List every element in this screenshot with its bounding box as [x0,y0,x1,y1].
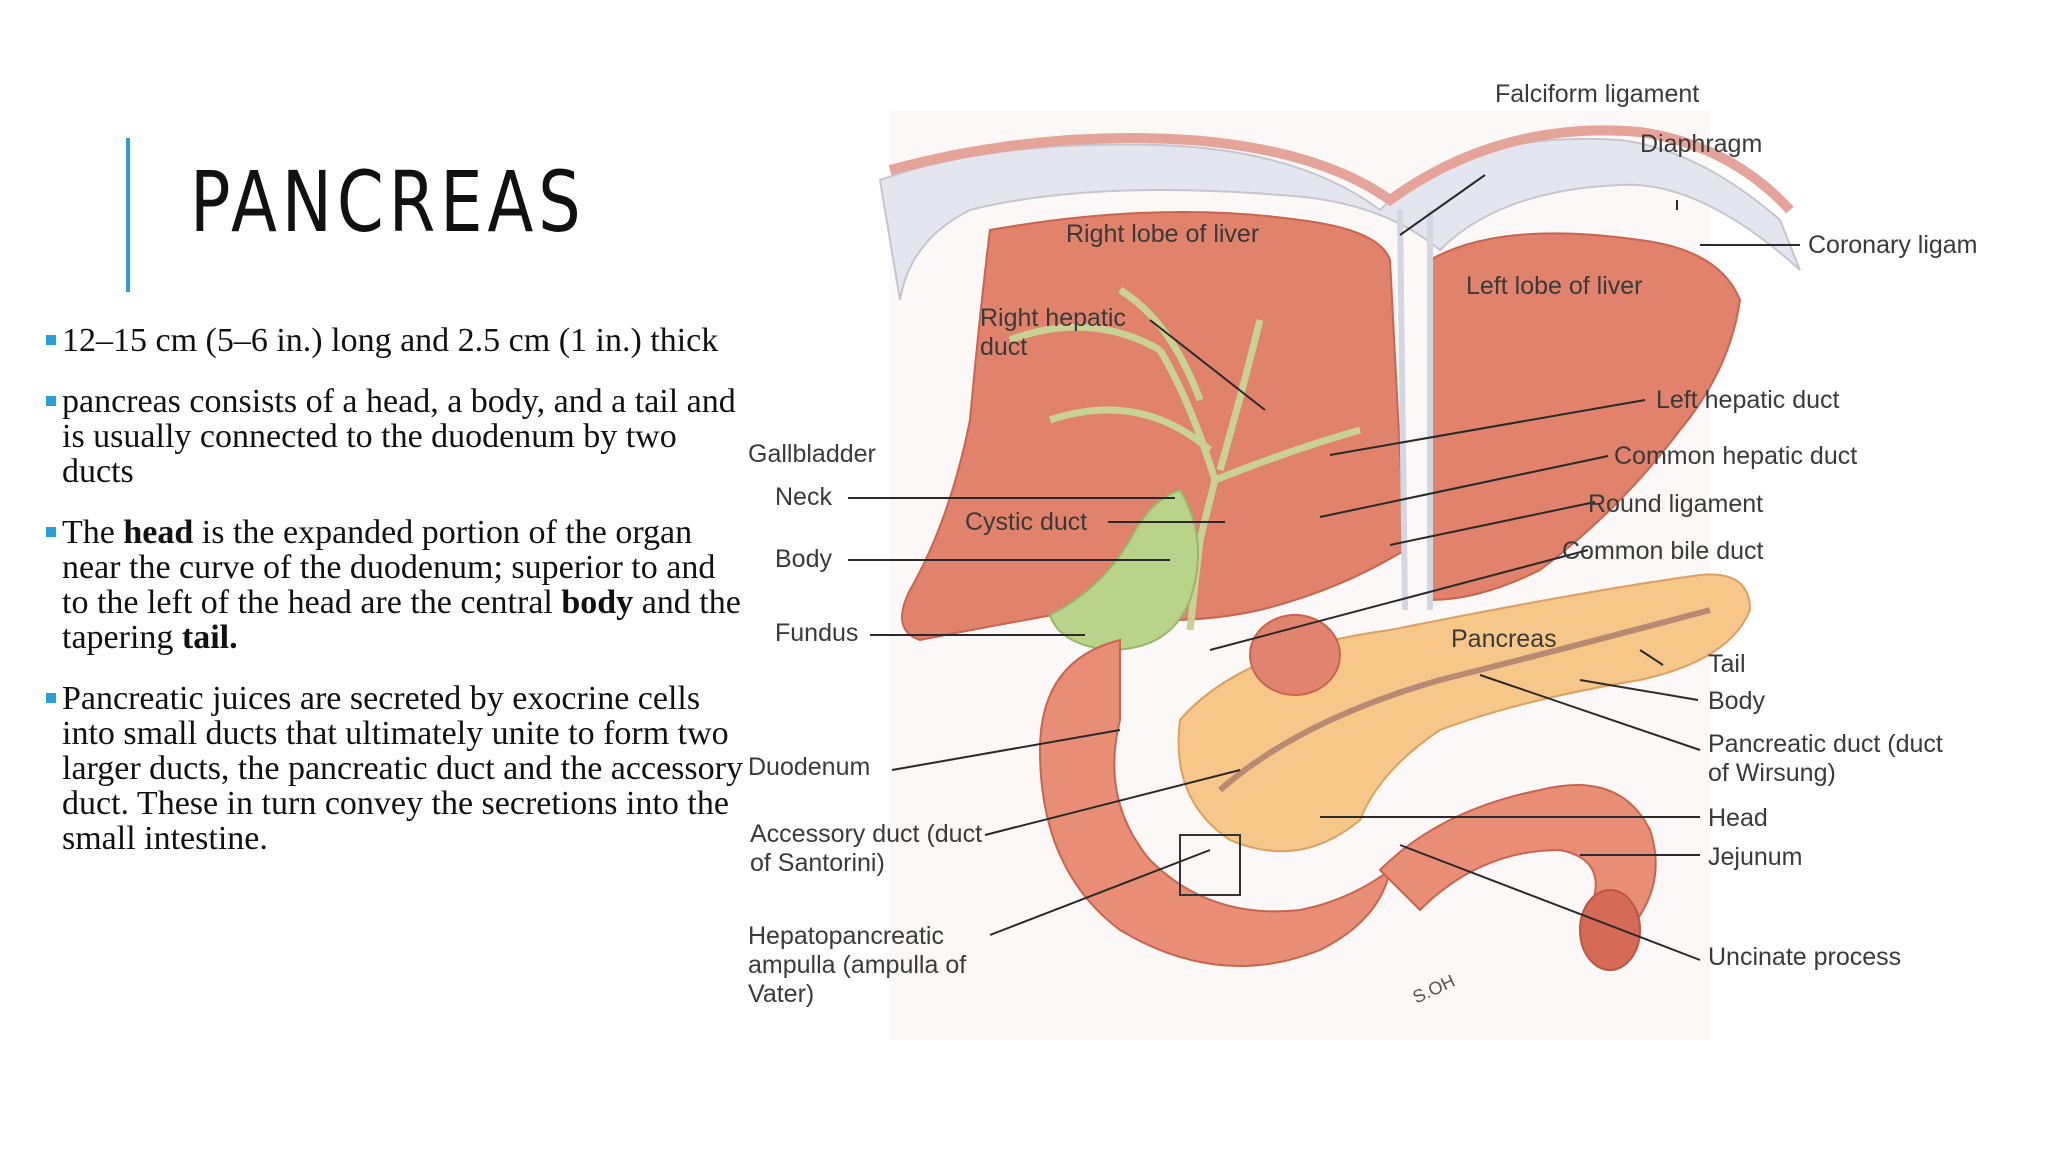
bullet-bold-text: tail. [181,619,238,656]
duodenal-bulb [1249,614,1341,696]
label-pancreatic-duct: Pancreatic duct (duct of Wirsung) [1708,730,1943,787]
label-hepatopancreatic-ampulla: Hepatopancreatic ampulla (ampulla of Vat… [748,922,967,1008]
bullet-text: pancreas consists of a head, a body, and… [62,383,736,490]
bullet-marker-icon [46,396,56,406]
leader-lines [848,174,1800,961]
label-right-lobe-of-liver: Right lobe of liver [1066,220,1260,248]
bullet-item: The head is the expanded portion of the … [46,515,746,655]
bullet-item: Pancreatic juices are secreted by exocri… [46,681,746,856]
label-left-hepatic-duct: Left hepatic duct [1656,386,1840,414]
label-falciform-ligament: Falciform ligament [1495,80,1700,108]
label-accessory-duct: Accessory duct (duct of Santorini) [750,820,983,877]
label-cystic-duct: Cystic duct [965,508,1088,536]
label-fundus: Fundus [775,619,859,647]
diaphragm-muscle [888,125,1794,214]
label-tail: Tail [1708,650,1746,678]
jejunum-shape [1378,784,1657,942]
label-jejunum: Jejunum [1708,843,1803,871]
label-head: Head [1708,804,1768,832]
bullet-bold-text: body [561,584,634,621]
label-neck: Neck [775,483,832,511]
label-round-ligament: Round ligament [1588,490,1764,518]
jejunum-opening [1579,889,1641,971]
bullet-text: The [62,514,124,551]
ampulla-box [1179,834,1241,896]
bullet-marker-icon [46,527,56,537]
slide-title: PANCREAS [190,153,586,251]
falciform-ligament [1397,209,1433,611]
label-left-lobe-of-liver: Left lobe of liver [1466,272,1643,300]
bullet-list: 12–15 cm (5–6 in.) long and 2.5 cm (1 in… [46,323,746,882]
bullet-item: pancreas consists of a head, a body, and… [46,384,746,489]
label-uncinate-process: Uncinate process [1708,943,1902,971]
bullet-text: Pancreatic juices are secreted by exocri… [62,680,743,857]
left-lobe-of-liver [1429,232,1742,602]
bullet-bold-text: head [123,514,194,551]
bullet-marker-icon [46,335,56,345]
diaphragm-shape [878,137,1801,301]
title-accent-bar [126,138,130,292]
label-right-hepatic-duct: Right hepatic duct [980,304,1126,361]
bullet-marker-icon [46,693,56,703]
bullet-text: and the tapering [62,584,741,656]
label-coronary-ligament: Coronary ligam [1808,231,1978,259]
bullet-text: is the expanded portion of the organ nea… [62,514,716,621]
pancreas-anatomy-figure: Falciform ligament Diaphragm Coronary li… [740,70,2048,1050]
label-gallbladder-body: Body [775,545,832,573]
label-pancreas-body: Body [1708,687,1765,715]
duodenum-shape [1038,638,1392,967]
label-common-bile-duct: Common bile duct [1562,537,1764,565]
label-gallbladder: Gallbladder [748,440,876,468]
bullet-text: 12–15 cm (5–6 in.) long and 2.5 cm (1 in… [62,322,719,359]
label-diaphragm: Diaphragm [1640,130,1763,158]
label-duodenum: Duodenum [748,753,871,781]
pancreatic-duct-line [1218,607,1711,793]
label-pancreas: Pancreas [1451,625,1557,653]
gallbladder-shape [1048,488,1199,652]
bullet-item: 12–15 cm (5–6 in.) long and 2.5 cm (1 in… [46,323,746,358]
label-common-hepatic-duct: Common hepatic duct [1614,442,1858,470]
anatomy-illustration [848,110,1801,1040]
